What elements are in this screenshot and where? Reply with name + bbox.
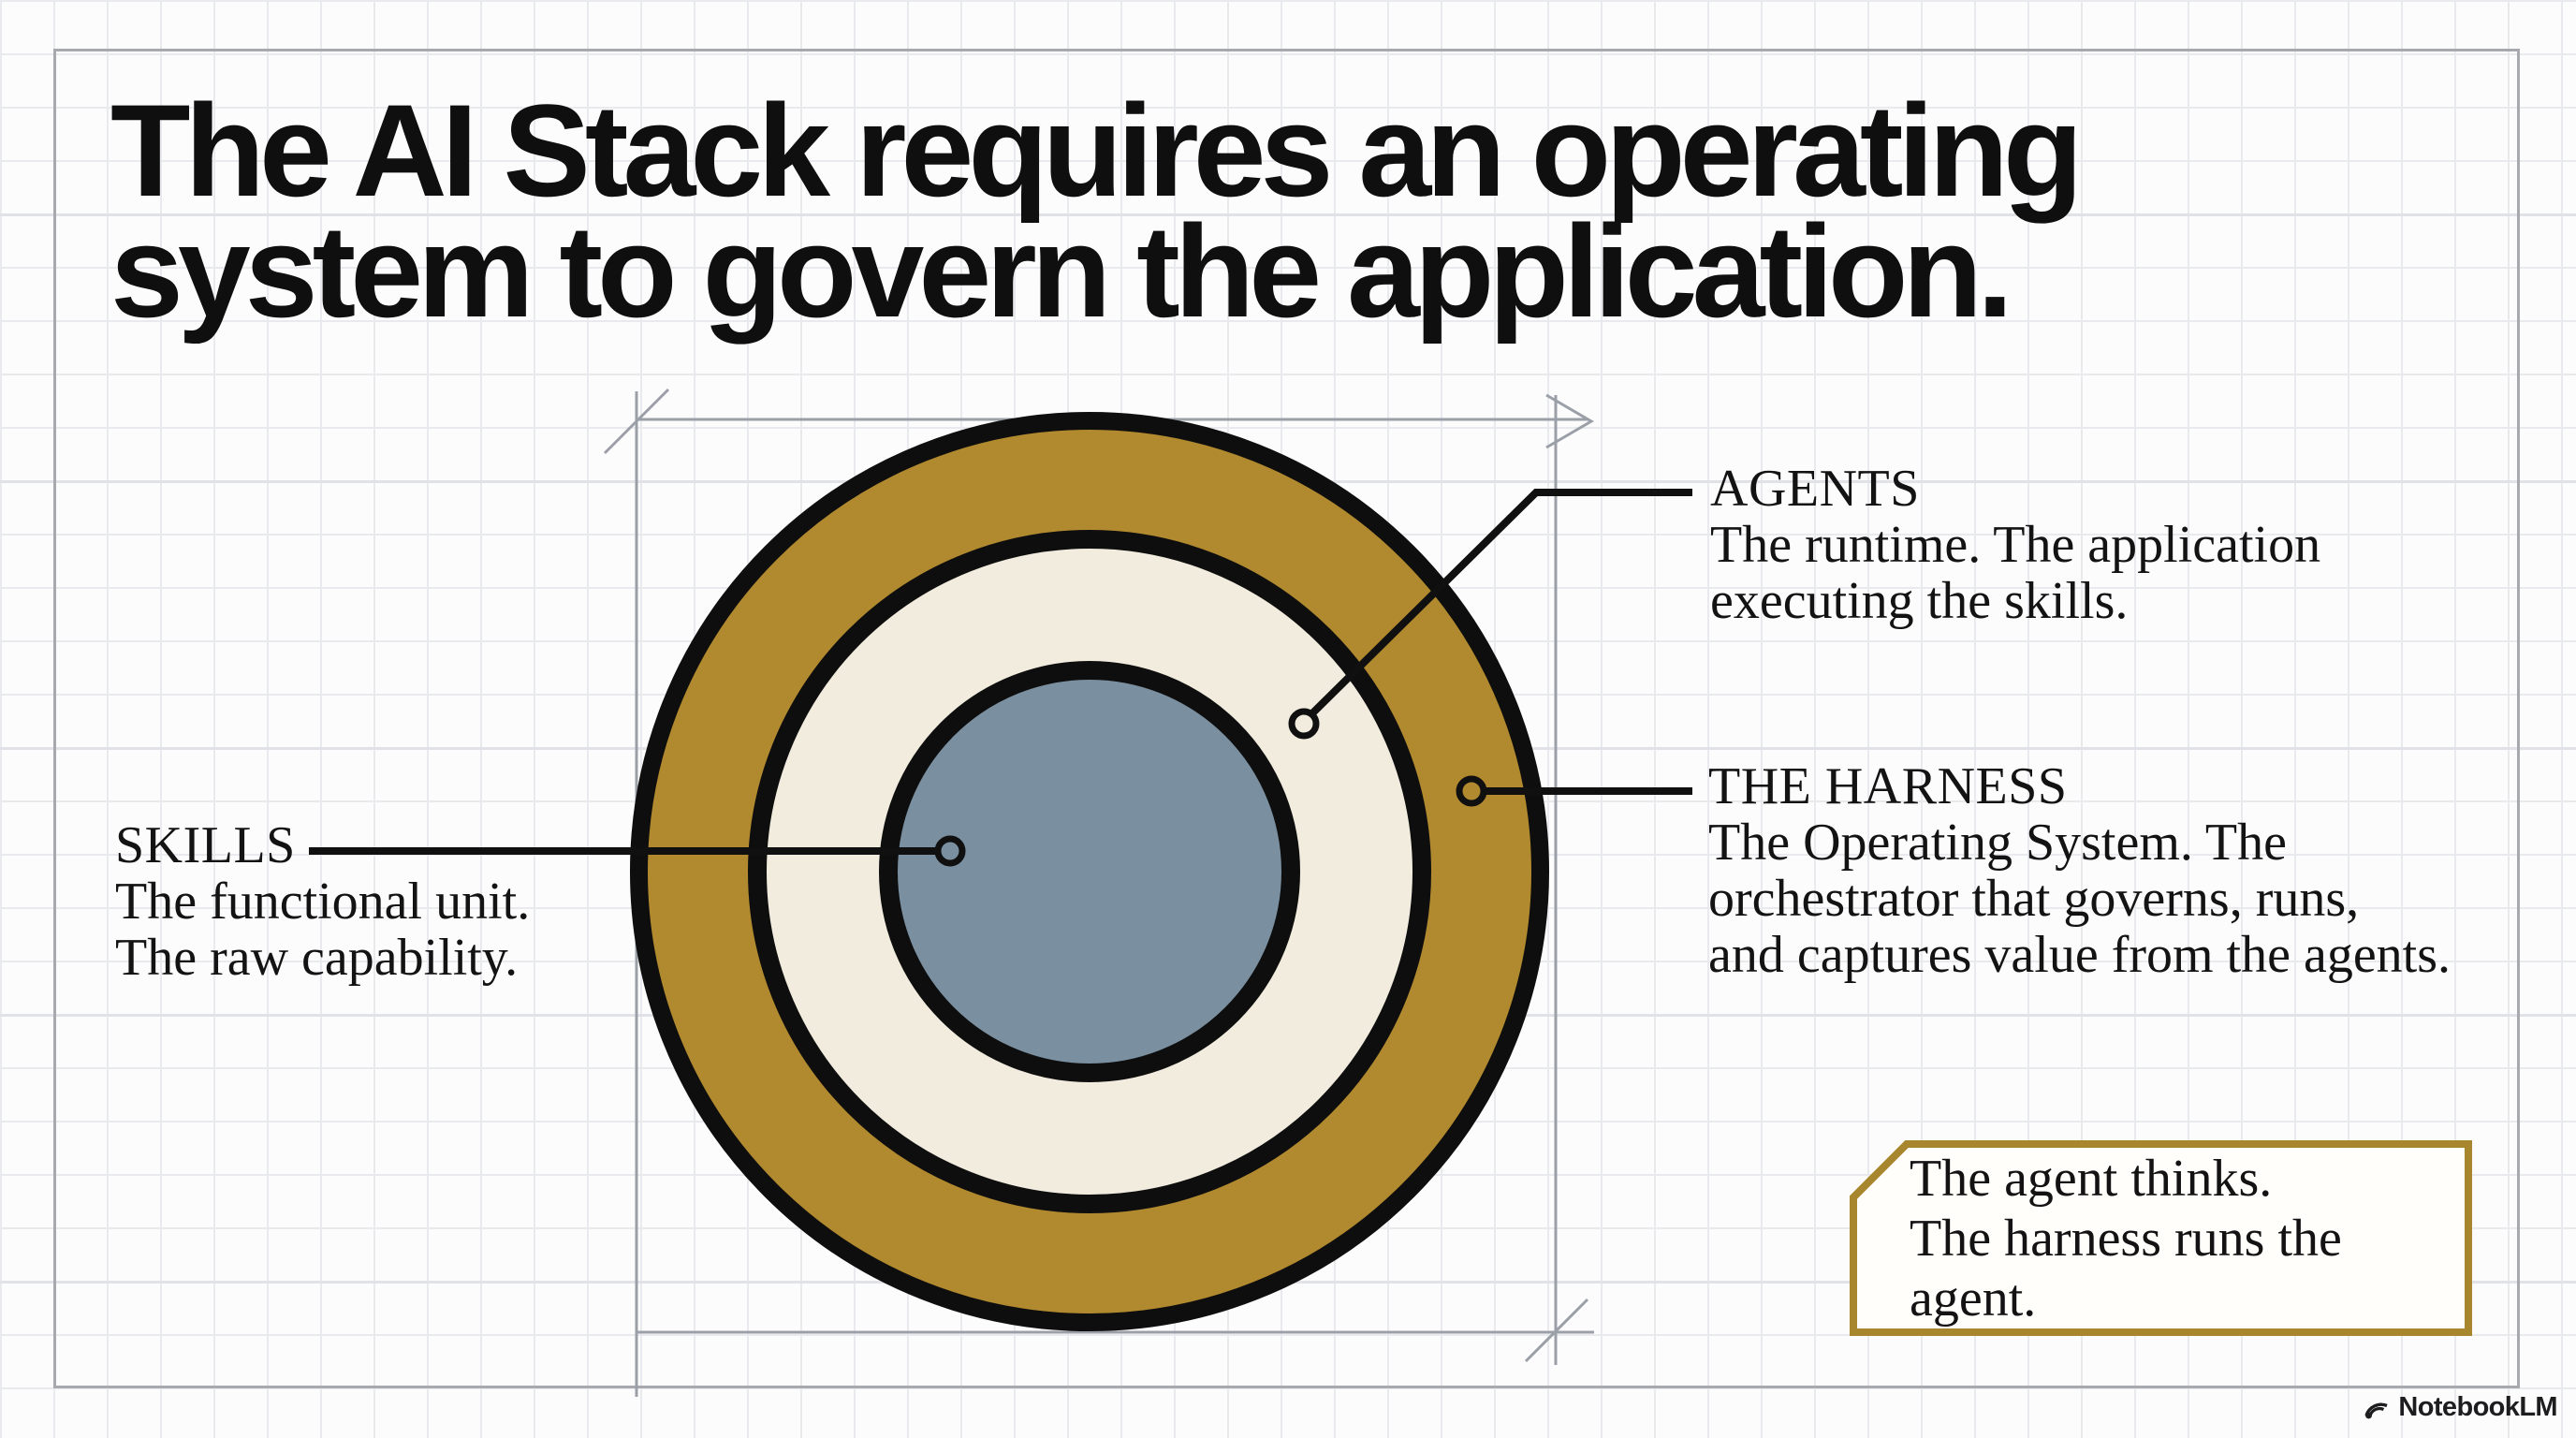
leader-lines [309,489,1692,867]
page-border-frame [53,49,2520,1388]
watermark: NotebookLM [2360,1392,2558,1423]
label-harness-heading: THE HARNESS [1708,757,2068,815]
dimension-arrow-icon [1545,393,1594,449]
label-harness-line-3: and captures value from the agents. [1708,926,2452,984]
callout-quote-line-2: The harness runs the agent. [1910,1209,2342,1328]
label-skills-line-1: The functional unit. [115,873,531,931]
callout-box [1850,1140,2472,1336]
dimension-lines [603,388,1594,1397]
grid-accent-line [0,213,2576,216]
label-skills: SKILLS The functional unit. The raw capa… [115,817,530,986]
label-agents-line-1: The runtime. The application [1710,516,2321,574]
leader-marker-harness-icon [1456,775,1487,807]
label-skills-heading: SKILLS [115,816,296,874]
page-title-line-2: system to govern the application. [110,198,2013,345]
leader-marker-skills-icon [934,835,966,867]
label-harness-line-2: orchestrator that governs, runs, [1708,870,2360,928]
label-agents: AGENTS The runtime. The application exec… [1710,461,2320,629]
page-title: The AI Stack requires an operating syste… [110,77,2357,345]
leader-line-agents [1310,489,1692,716]
leader-marker-agents-icon [1288,708,1320,740]
dimension-tick-bottom-right [1524,1298,1589,1363]
label-harness: THE HARNESS The Operating System. The or… [1708,758,2451,983]
label-skills-line-2: The raw capability. [115,929,519,987]
callout-quote-line-1: The agent thinks. [1910,1149,2273,1208]
callout-quote: The agent thinks. The harness runs the a… [1853,1144,2468,1332]
ring-skills [879,661,1300,1082]
label-agents-heading: AGENTS [1710,460,1920,518]
label-agents-line-2: executing the skills. [1710,572,2129,630]
notebooklm-logo-icon [2364,1402,2389,1418]
dimension-tick-top-left [603,388,670,455]
watermark-brand: NotebookLM [2398,1392,2557,1422]
page-title-line-1: The AI Stack requires an operating [110,77,2083,224]
label-harness-line-1: The Operating System. The [1708,814,2287,872]
